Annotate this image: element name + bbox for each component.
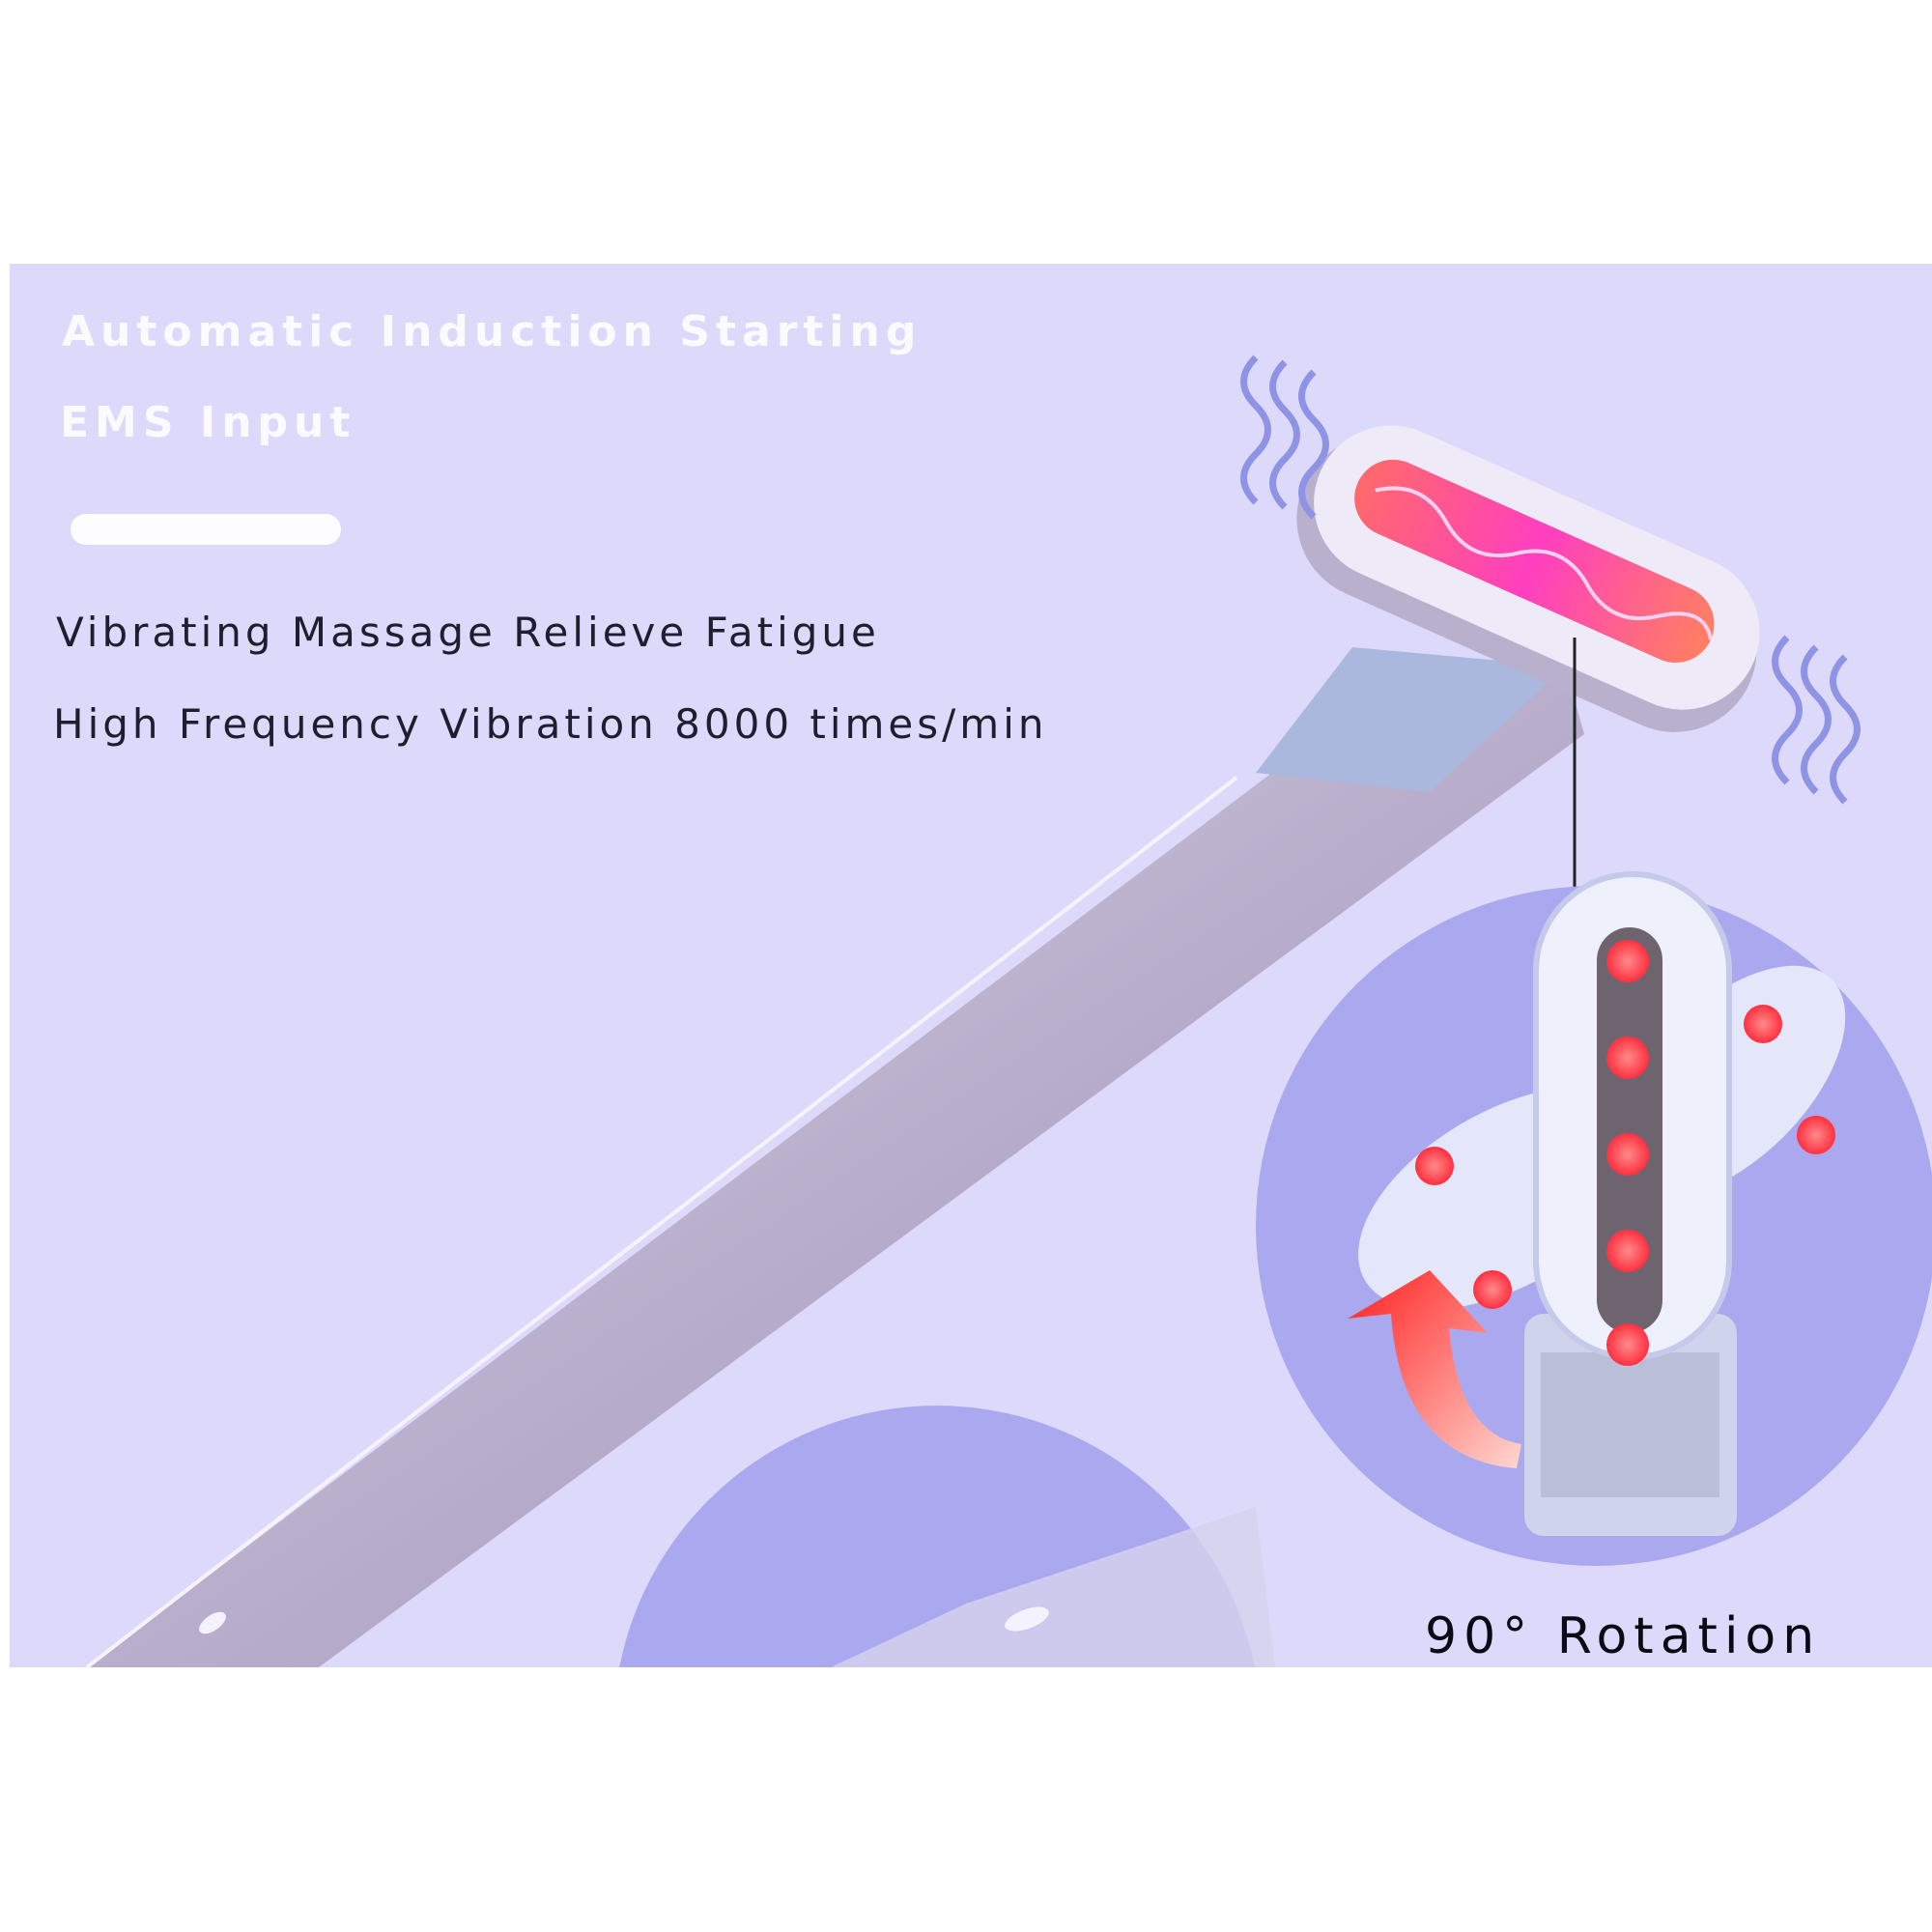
feature-line-1: Vibrating Massage Relieve Fatigue [56, 609, 880, 656]
rotation-arrow-icon [1348, 1270, 1521, 1468]
feature-line-2: High Frequency Vibration 8000 times/min [53, 700, 1048, 748]
wand-neck [1256, 647, 1565, 792]
divider-pill [71, 514, 341, 545]
ems-head [1296, 425, 1760, 732]
headline-line-1: Automatic Induction Starting [62, 307, 923, 356]
vibration-waves-icon [1240, 355, 1861, 805]
wand-handle [87, 667, 1584, 1667]
rotation-label: 90° Rotation [1425, 1607, 1822, 1665]
headline-line-2: EMS Input [60, 398, 356, 447]
